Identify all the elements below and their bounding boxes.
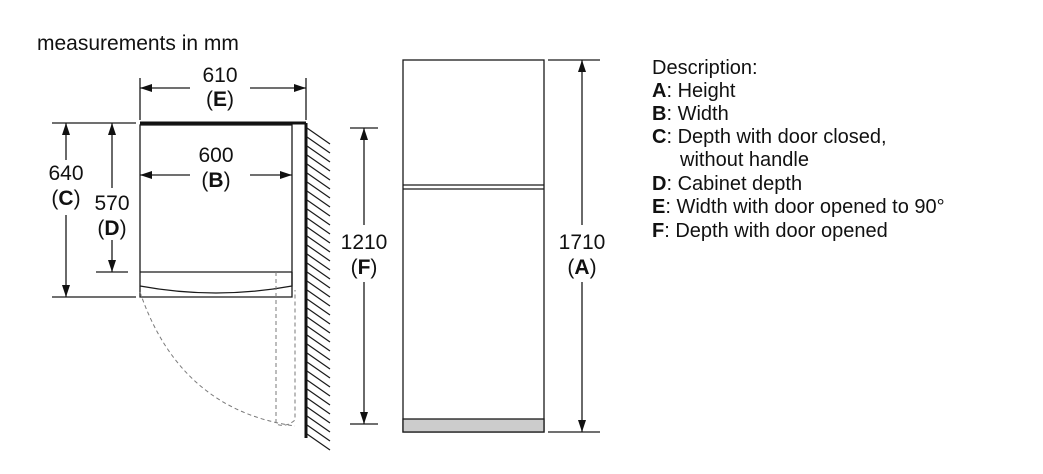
b-arrow-right [280, 171, 292, 179]
e-arrow-left [140, 84, 152, 92]
f-arrow-bottom [360, 412, 368, 424]
wall-hatching [306, 127, 331, 451]
hatch-line [306, 199, 331, 217]
hatch-line [306, 379, 331, 397]
legend-item-e: E: Width with door opened to 90° [652, 196, 945, 218]
c-arrow-bottom [62, 285, 70, 297]
hatch-line [306, 289, 331, 307]
measurements-caption: measurements in mm [37, 32, 239, 55]
d-letter: D [104, 217, 119, 240]
e-arrow-right [294, 84, 306, 92]
hatch-line [306, 181, 331, 199]
hatch-line [306, 352, 331, 370]
hatch-line [306, 235, 331, 253]
hatch-line [306, 334, 331, 352]
legend-item-f: F: Depth with door opened [652, 220, 888, 242]
hatch-line [306, 127, 331, 145]
c-label: (C) [51, 187, 80, 210]
f-arrow-top [360, 128, 368, 140]
door-open-position [275, 272, 296, 426]
legend-item-c-continued: without handle [679, 149, 809, 171]
d-label: (D) [97, 217, 126, 240]
f-label: (F) [351, 256, 378, 279]
legend-item-b: B: Width [652, 103, 729, 125]
hatch-line [306, 325, 331, 343]
hatch-line [306, 154, 331, 172]
hatch-line [306, 190, 331, 208]
hatch-line [306, 397, 331, 415]
hatch-line [306, 343, 331, 361]
a-letter: A [574, 256, 589, 279]
d-arrow-bottom [108, 260, 116, 272]
hatch-line [306, 361, 331, 379]
hatch-line [306, 262, 331, 280]
f-letter: F [358, 256, 371, 279]
a-label: (A) [567, 256, 596, 279]
hatch-line [306, 298, 331, 316]
hatch-line [306, 163, 331, 181]
b-label: (B) [201, 169, 230, 192]
hatch-line [306, 406, 331, 424]
hatch-line [306, 172, 331, 190]
legend-item-a: A: Height [652, 80, 736, 102]
hatch-line [306, 388, 331, 406]
legend-title: Description: [652, 57, 758, 79]
hatch-line [306, 424, 331, 442]
b-arrow-left [140, 171, 152, 179]
hatch-line [306, 271, 331, 289]
hatch-line [306, 208, 331, 226]
hatch-line [306, 307, 331, 325]
c-letter: C [58, 187, 73, 210]
plinth [402, 418, 545, 433]
hatch-line [306, 316, 331, 334]
door-swing-arc [139, 291, 296, 427]
d-value: 570 [94, 192, 129, 215]
c-value: 640 [48, 162, 83, 185]
hatch-line [306, 415, 331, 433]
hatch-line [306, 244, 331, 262]
hatch-line [306, 145, 331, 163]
hatch-line [306, 217, 331, 235]
a-value: 1710 [559, 231, 606, 254]
c-arrow-top [62, 123, 70, 135]
hatch-line [306, 136, 331, 154]
b-value: 600 [198, 144, 233, 167]
e-letter: E [213, 88, 227, 111]
cabinet-outline [139, 124, 293, 298]
hatch-line [306, 253, 331, 271]
a-arrow-bottom [578, 420, 586, 432]
legend-item-d: D: Cabinet depth [652, 173, 802, 195]
legend-item-c: C: Depth with door closed, [652, 126, 887, 148]
f-value: 1210 [341, 231, 388, 254]
hatch-line [306, 226, 331, 244]
hatch-line [306, 433, 331, 451]
a-arrow-top [578, 60, 586, 72]
hatch-line [306, 370, 331, 388]
door-front [139, 272, 293, 294]
b-letter: B [208, 169, 223, 192]
legend: Description: A: Height B: Width C: Depth… [652, 57, 945, 242]
d-arrow-top [108, 123, 116, 135]
e-value: 610 [202, 64, 237, 87]
top-view: 610 (E) 600 (B) 640 (C) 570 (D) 1210 [48, 64, 388, 451]
hatch-line [306, 280, 331, 298]
front-view: 1710 (A) [402, 59, 606, 433]
e-label: (E) [206, 88, 234, 111]
fridge-outline [402, 59, 545, 433]
